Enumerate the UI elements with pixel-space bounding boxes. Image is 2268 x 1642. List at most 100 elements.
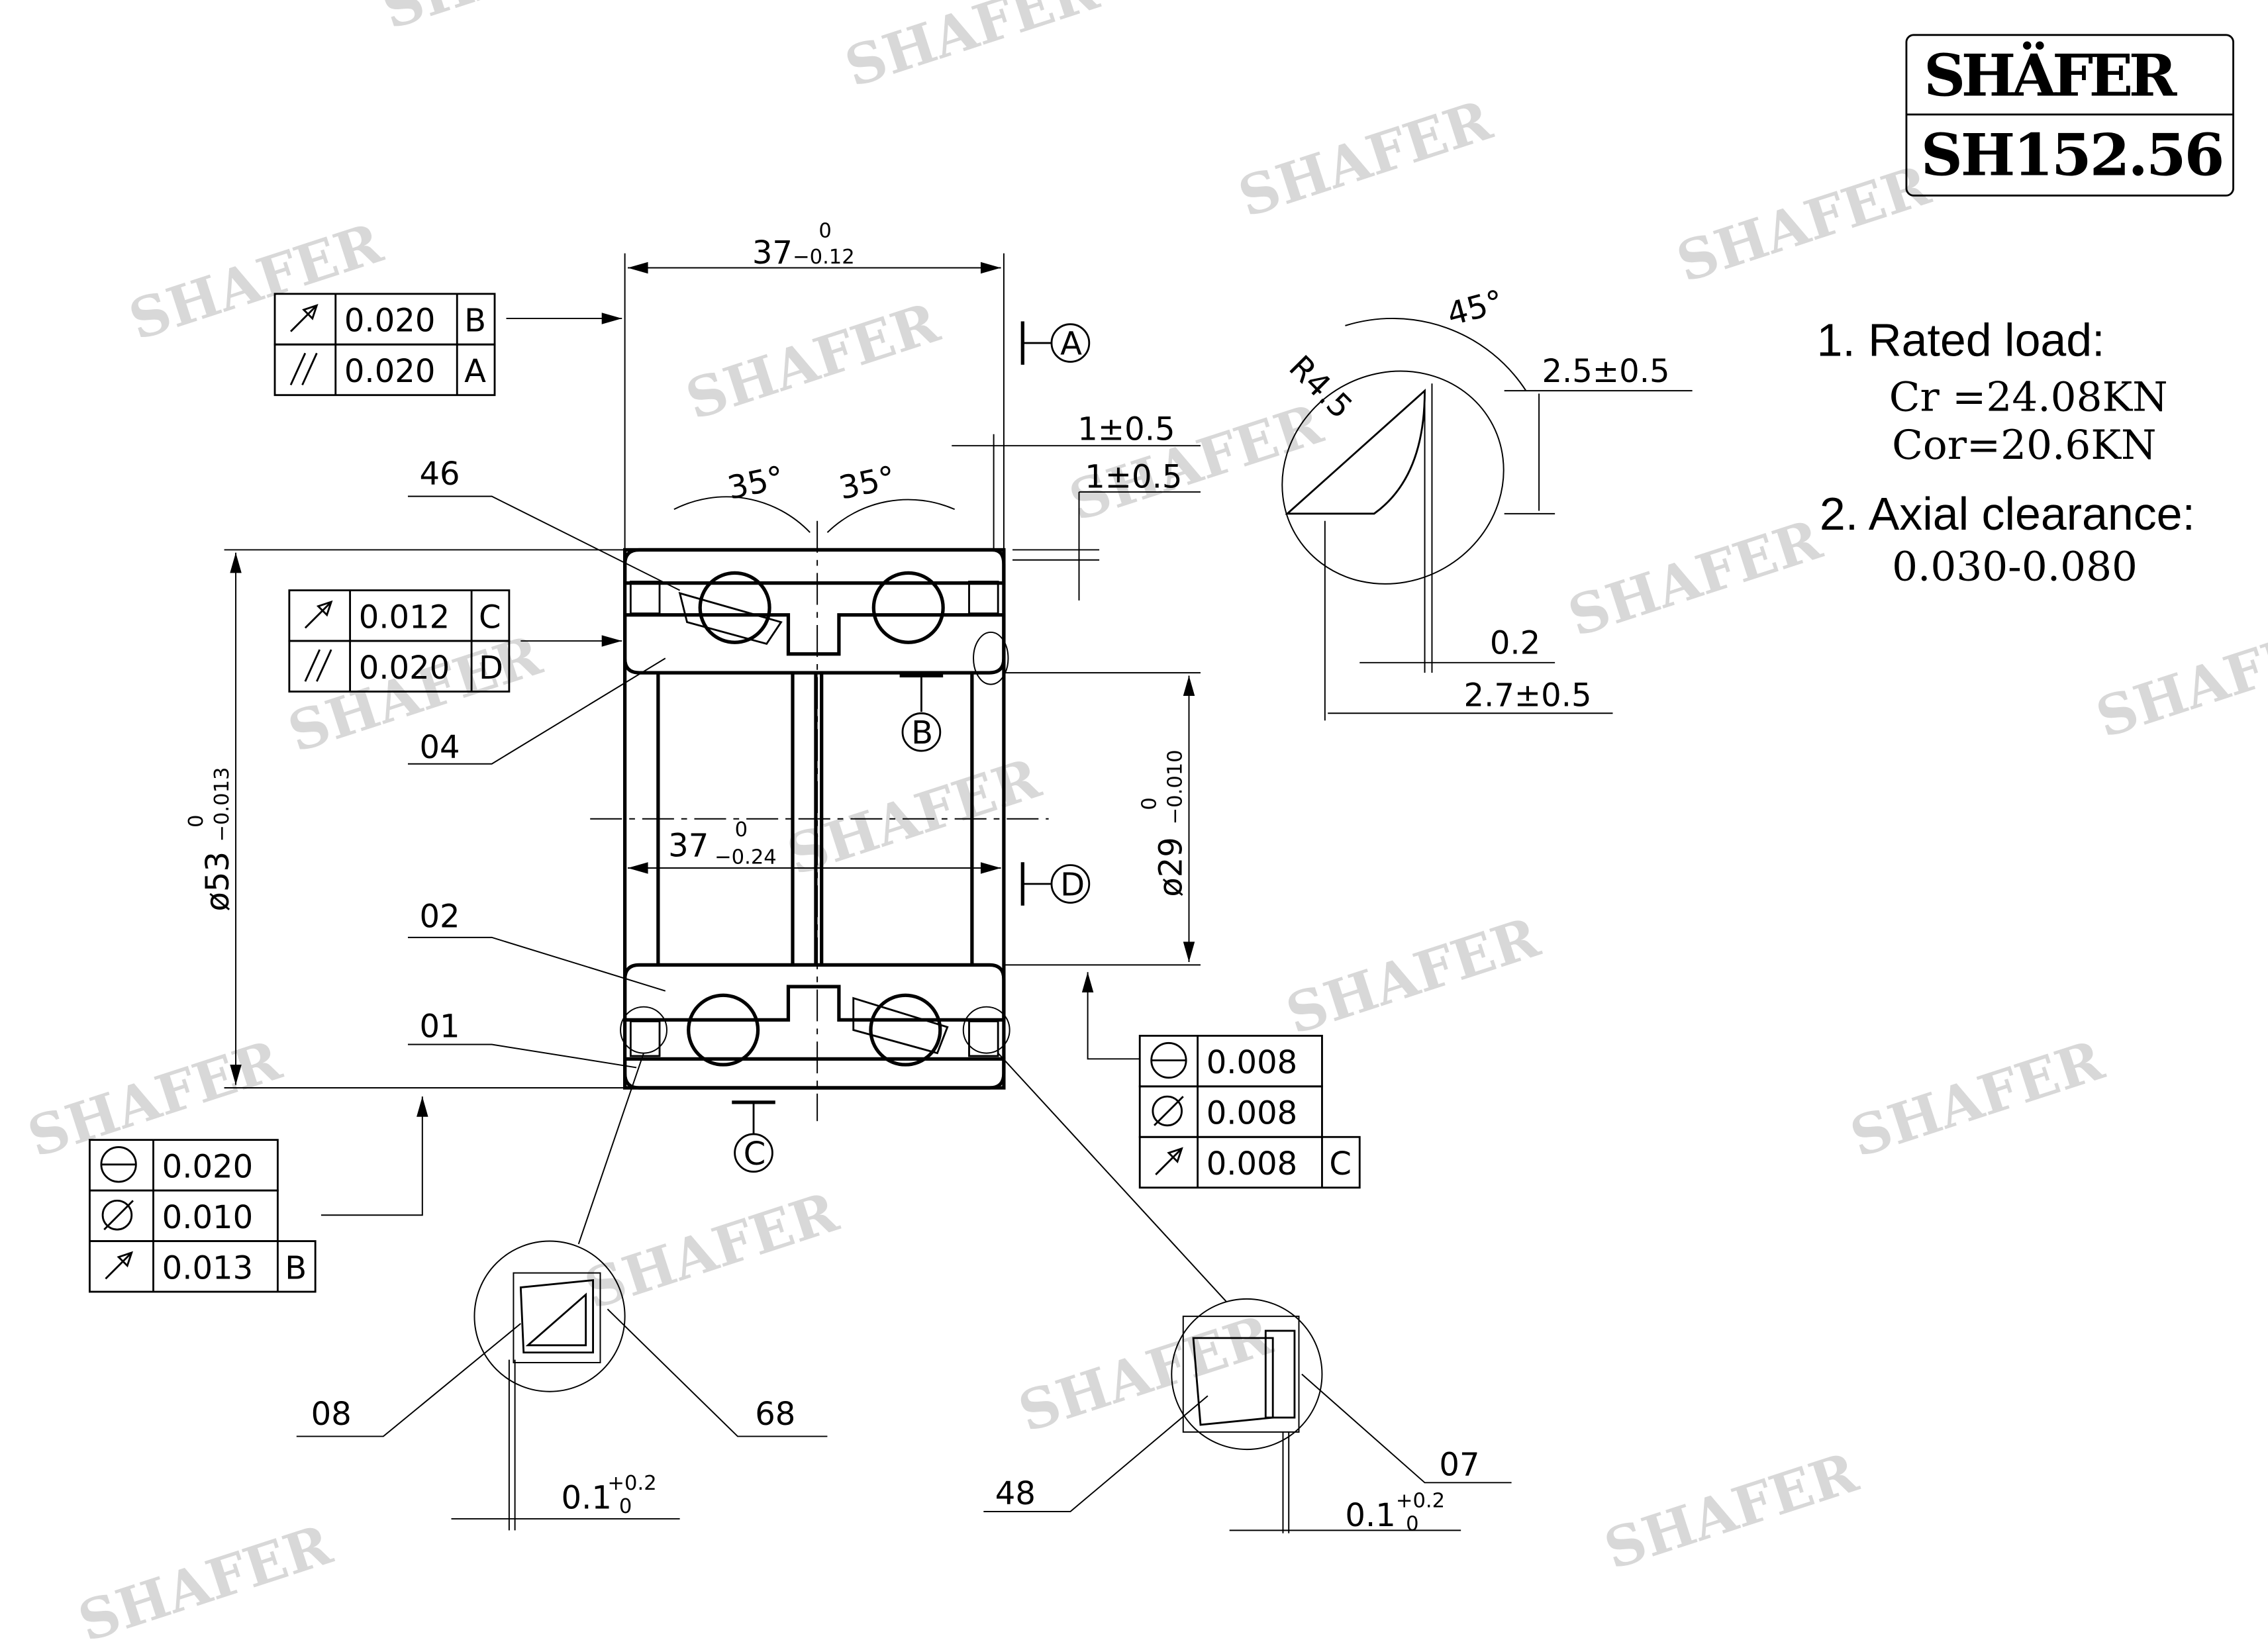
runout-icon — [290, 304, 319, 332]
tolerance-datum: C — [1329, 1145, 1352, 1183]
watermark-text: SHAFER — [1279, 904, 1548, 1047]
seal-gap-left-lower: 0 — [619, 1495, 632, 1518]
tolerance-frame-row: 0.020 A — [273, 343, 496, 397]
cylindricity-icon — [101, 1199, 134, 1231]
rated-load-heading: 1. Rated load: — [1816, 314, 2104, 366]
outer-diameter-upper: 0 — [185, 814, 208, 827]
roundness-icon — [100, 1146, 137, 1183]
watermark-text: SHAFER — [838, 0, 1107, 99]
seal-gap-right-nominal: 0.1 — [1345, 1497, 1395, 1534]
axial-clearance-value: 0.030-0.080 — [1892, 543, 2138, 590]
axial-clearance-heading: 2. Axial clearance: — [1820, 488, 2195, 540]
width-top-nominal: 37 — [752, 234, 793, 271]
watermark-text: SHAFER — [1597, 1439, 1865, 1582]
tolerance-frame-row: 0.008 C — [1138, 1135, 1361, 1189]
watermark-text: SHAFER — [1231, 87, 1500, 230]
tolerance-frame-row: 0.008 — [1138, 1034, 1323, 1088]
contact-angle-left: 35° — [724, 459, 787, 507]
outer-diameter-nominal: ø53 — [199, 851, 236, 912]
tolerance-value: 0.020 — [344, 353, 436, 390]
chamfer-dimension-2: 1±0.5 — [1085, 459, 1182, 496]
edge-detail: 45° R4.5 2.5±0.5 0.2 2.7±0.5 — [1281, 283, 1693, 721]
tolerance-frame-row: 0.008 — [1138, 1085, 1323, 1138]
tolerance-value: 0.008 — [1207, 1145, 1298, 1183]
tolerance-datum: B — [285, 1249, 307, 1286]
dimensions: 37 0 −0.12 37 0 −0.24 ø53 0 −0.013 ø29 0… — [185, 220, 1201, 1088]
part-label-46: 46 — [419, 456, 460, 493]
seal-gap-right-lower: 0 — [1406, 1512, 1418, 1535]
part-labels: 46 04 02 01 08 68 48 07 — [296, 456, 1512, 1512]
brand-logo: SHÄFER — [1924, 41, 2178, 110]
watermark-layer: SHAFER SHAFER SHAFER SHAFER SHAFER SHAFER SHAF… — [21, 0, 2268, 1642]
datum-d: D — [1060, 866, 1085, 903]
width-top-lower: −0.12 — [793, 246, 855, 269]
tolerance-value: 0.008 — [1207, 1095, 1298, 1132]
outer-diameter-lower: −0.013 — [211, 767, 234, 842]
watermark-text: SHAFER — [1011, 1302, 1280, 1445]
watermark-text: SHAFER — [678, 290, 947, 432]
tolerance-value: 0.020 — [162, 1148, 254, 1185]
tolerance-datum: B — [464, 303, 486, 340]
bore-diameter-nominal: ø29 — [1153, 837, 1190, 897]
tolerance-frame-row: 0.012 C — [288, 589, 511, 642]
seal-detail-left: 0.1 +0.2 0 — [451, 1053, 680, 1531]
width-inner-upper: 0 — [735, 818, 748, 842]
part-label-01: 01 — [419, 1008, 460, 1045]
tolerance-value: 0.020 — [344, 303, 436, 340]
tolerance-frame-row: 0.020 — [89, 1139, 279, 1192]
notes: 1. Rated load: Cr =24.08KN Cor=20.6KN 2.… — [1816, 314, 2194, 591]
seal-gap-right-upper: +0.2 — [1396, 1489, 1445, 1512]
part-label-02: 02 — [419, 898, 460, 936]
tolerance-datum: A — [464, 353, 486, 390]
part-label-07: 07 — [1439, 1446, 1479, 1483]
watermark-text: SHAFER — [577, 1179, 846, 1322]
datum-markers: A B C D — [732, 321, 1091, 1173]
watermark-text: SHAFER — [1561, 507, 1830, 649]
width-top-upper: 0 — [818, 220, 831, 243]
bore-diameter-upper: 0 — [1138, 797, 1161, 810]
cylindricity-icon — [1152, 1095, 1184, 1127]
seal-detail-right: 0.1 +0.2 0 — [997, 1052, 1461, 1535]
bearing-section — [590, 520, 1049, 1122]
parallelism-icon — [289, 352, 318, 386]
seal-gap-left-upper: +0.2 — [607, 1472, 656, 1495]
watermark-text: SHAFER — [375, 0, 644, 42]
tolerance-value: 0.010 — [162, 1199, 254, 1236]
cr-value: Cr =24.08KN — [1889, 374, 2168, 421]
detail-width: 2.7±0.5 — [1464, 677, 1592, 714]
leaders — [320, 313, 1140, 1216]
roundness-icon — [1150, 1041, 1187, 1079]
watermark-text: SHAFER — [1669, 152, 1938, 295]
title-block: SHÄFER SH152.56 — [1905, 34, 2234, 197]
tolerance-value: 0.013 — [162, 1249, 254, 1286]
tolerance-frame-row: 0.020 B — [273, 293, 496, 346]
part-number: SH152.56 — [1921, 121, 2225, 189]
watermark-text: SHAFER — [2089, 608, 2268, 750]
tolerance-value: 0.008 — [1207, 1044, 1298, 1081]
chamfer-dimension-1: 1±0.5 — [1077, 410, 1175, 448]
seal-gap-left-nominal: 0.1 — [562, 1480, 612, 1517]
contact-angle-right: 35° — [836, 459, 899, 507]
cor-value: Cor=20.6KN — [1892, 422, 2156, 469]
part-label-68: 68 — [755, 1396, 795, 1433]
datum-a: A — [1060, 326, 1082, 363]
tolerance-frame-row: 0.010 — [89, 1189, 279, 1242]
datum-b: B — [911, 714, 933, 751]
width-inner-lower: −0.24 — [715, 845, 777, 869]
tolerance-value: 0.020 — [359, 650, 450, 687]
tolerance-frame-row: 0.013 B — [89, 1240, 317, 1293]
part-label-48: 48 — [995, 1475, 1036, 1512]
tolerance-value: 0.012 — [359, 599, 450, 636]
bore-diameter-lower: −0.010 — [1164, 749, 1187, 824]
detail-angle: 45° — [1443, 283, 1507, 333]
part-label-04: 04 — [419, 729, 460, 766]
part-label-08: 08 — [311, 1396, 352, 1433]
runout-icon — [105, 1251, 134, 1280]
datum-c: C — [744, 1135, 766, 1173]
watermark-text: SHAFER — [71, 1512, 340, 1642]
tolerance-datum: C — [479, 599, 501, 636]
tolerance-datum: D — [479, 650, 503, 687]
runout-icon — [304, 600, 333, 629]
